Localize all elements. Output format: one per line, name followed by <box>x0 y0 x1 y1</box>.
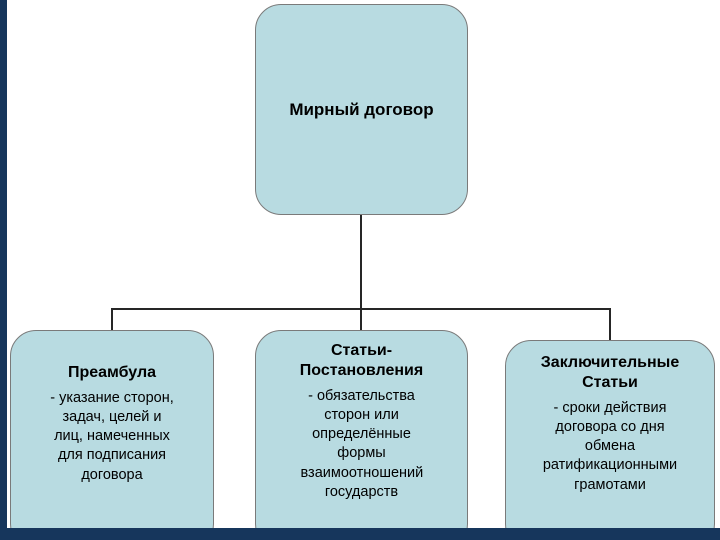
connector-parent-vertical <box>360 214 362 310</box>
slide-bottom-border <box>0 528 720 540</box>
node-preambula-title: Преамбула <box>67 364 157 381</box>
node-statii-body: - обязательства сторон или определённые … <box>300 388 424 500</box>
slide-left-border <box>0 0 7 540</box>
node-zakl-body: - сроки действия договора со дня обмена … <box>542 400 678 493</box>
node-statii-title: Статьи-Постановления <box>299 342 424 379</box>
node-root: Мирный договор <box>255 4 468 215</box>
node-zakl-title: Заключительные Статьи <box>540 354 680 391</box>
node-preambula-body: - указание сторон, задач, целей и лиц, н… <box>50 390 174 483</box>
connector-right-stub <box>609 308 611 342</box>
node-preambula: Преамбула - указание сторон, задач, целе… <box>10 330 214 540</box>
connector-middle-stub <box>360 308 362 332</box>
connector-left-stub <box>111 308 113 332</box>
node-zaklyuchitelnye-stati: Заключительные Статьи - сроки действия д… <box>505 340 715 540</box>
node-statii-postanovleniya: Статьи-Постановления - обязательства сто… <box>255 330 468 540</box>
node-root-label: Мирный договор <box>289 99 434 119</box>
